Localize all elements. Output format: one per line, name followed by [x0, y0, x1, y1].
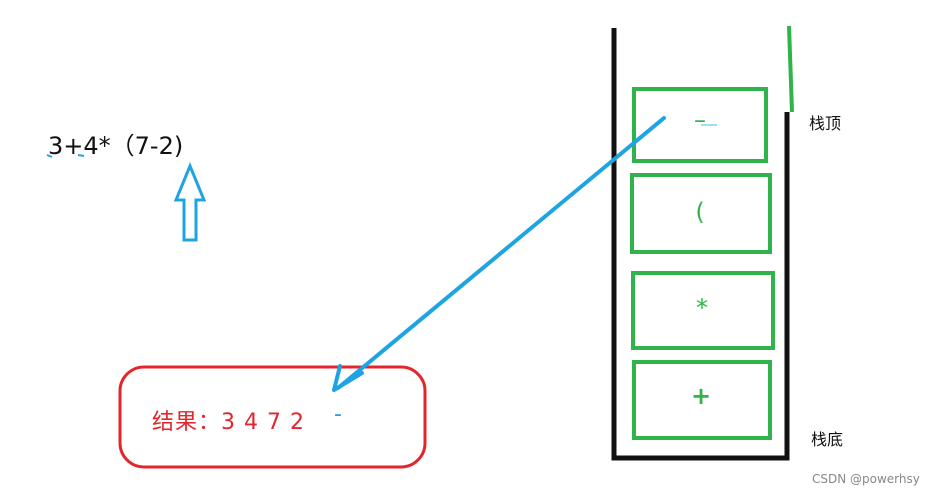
result-extra-operator: - [334, 402, 342, 427]
stack-item-box [630, 173, 772, 254]
stray-mark [77, 154, 85, 157]
stack-bottom-label: 栈底 [811, 430, 844, 449]
pop-arrow [336, 116, 666, 390]
pop-arrow-head [332, 364, 364, 392]
watermark-text: CSDN @powerhsy [812, 472, 920, 486]
stack-item-open-paren: ( [695, 198, 705, 226]
stack-top-label: 栈顶 [809, 114, 842, 133]
stack-item-box [632, 87, 768, 163]
result-box [118, 365, 427, 469]
stray-mark [46, 154, 53, 158]
stack-container [611, 28, 790, 461]
stack-item-minus: – [694, 106, 706, 134]
stack-item-box [632, 360, 772, 440]
stack-open-edge [787, 25, 794, 113]
expression-text: 3+4*（7-2) [48, 132, 184, 160]
stack-item-multiply: * [696, 294, 708, 322]
result-text: 结果：3 4 7 2 [152, 410, 305, 435]
up-arrow-icon [173, 162, 207, 242]
stack-item-plus: + [690, 382, 712, 410]
stack-item-box [631, 271, 775, 350]
